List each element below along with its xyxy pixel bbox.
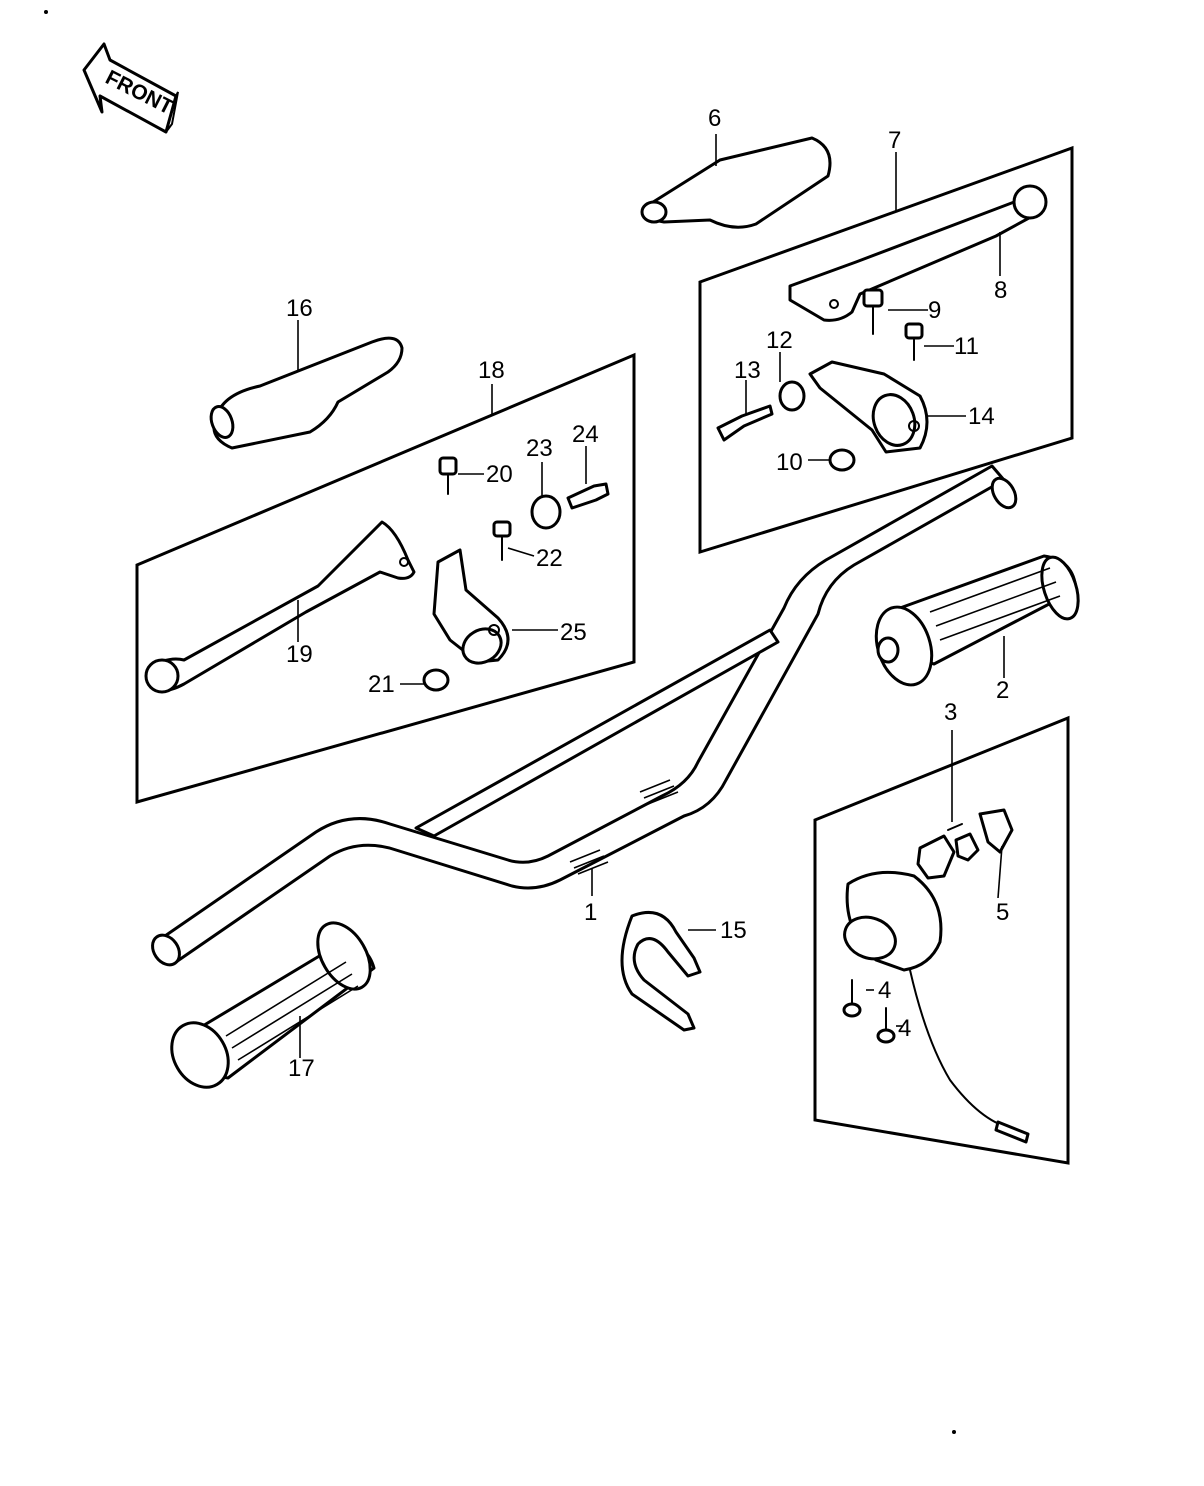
handlebar — [151, 464, 1018, 967]
nut-10 — [828, 448, 856, 472]
callout-23: 23 — [526, 435, 553, 462]
clutch-lever-holder — [432, 548, 510, 665]
callout-4a: 4 — [878, 977, 891, 1004]
callout-5: 5 — [996, 899, 1009, 926]
callout-1: 1 — [584, 899, 597, 926]
callout-15: 15 — [720, 917, 747, 944]
lever-cover-left — [209, 336, 404, 450]
callout-11: 11 — [954, 333, 979, 360]
callout-19: 19 — [286, 641, 313, 668]
lever-cover-right — [640, 136, 832, 229]
nut-21 — [422, 668, 450, 692]
brake-lever-assembly-panel — [698, 145, 1074, 555]
callout-24: 24 — [572, 421, 599, 448]
throttle-assembly-panel — [813, 715, 1070, 1165]
brake-lever-holder — [808, 360, 929, 454]
right-grip — [874, 554, 1080, 687]
bolt-11 — [904, 322, 924, 361]
callout-10: 10 — [776, 449, 803, 476]
callout-17: 17 — [288, 1055, 315, 1082]
throttle-cable-clamp — [620, 911, 702, 1032]
callout-18: 18 — [478, 357, 505, 384]
callout-12: 12 — [766, 327, 793, 354]
screw-5 — [947, 823, 963, 831]
callout-22: 22 — [536, 545, 563, 572]
callout-6: 6 — [708, 105, 721, 132]
screw-4a — [842, 979, 862, 1018]
clutch-lever-assembly-panel — [135, 352, 636, 804]
speck — [44, 10, 48, 14]
callout-21: 21 — [368, 671, 395, 698]
speck — [952, 1430, 956, 1434]
callout-16: 16 — [286, 295, 313, 322]
bolt-22 — [492, 520, 512, 561]
leader-lines — [297, 134, 1005, 1058]
callout-8: 8 — [994, 277, 1007, 304]
callout-4b: 4 — [898, 1015, 911, 1042]
left-grip — [170, 921, 376, 1089]
bolt-20 — [438, 456, 458, 495]
adjuster-screw-24 — [566, 482, 610, 510]
brake-lever — [788, 184, 1048, 322]
adjuster-23 — [530, 494, 562, 530]
callout-13: 13 — [734, 357, 761, 384]
callout-14: 14 — [968, 403, 995, 430]
adjuster-screw-13 — [716, 404, 774, 442]
callout-numbers: 1 2 3 4 4 5 6 7 8 9 10 11 12 13 14 15 16… — [286, 105, 1009, 1082]
callout-3: 3 — [944, 699, 957, 726]
clutch-lever — [144, 520, 416, 694]
bolt-9 — [862, 288, 884, 335]
callout-20: 20 — [486, 461, 513, 488]
callout-9: 9 — [928, 297, 941, 324]
throttle-housing — [843, 808, 1030, 1144]
callout-7: 7 — [888, 127, 901, 154]
adjuster-12 — [778, 380, 806, 412]
front-arrow-icon: FRONT — [82, 42, 179, 134]
callout-2: 2 — [996, 677, 1009, 704]
callout-25: 25 — [560, 619, 587, 646]
screw-4b — [876, 1007, 896, 1044]
